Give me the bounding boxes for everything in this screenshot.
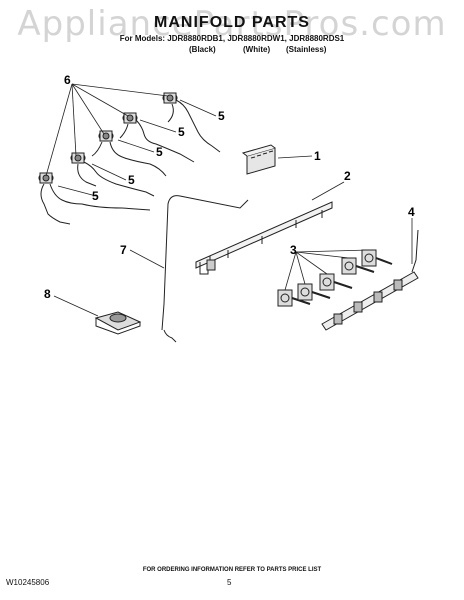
variant-black: (Black) (189, 45, 216, 54)
page-number: 5 (227, 578, 232, 587)
callout-1: 1 (314, 149, 321, 163)
valve-group (277, 249, 393, 307)
leader-lines (45, 83, 413, 317)
model-list: For Models: JDR8880RDB1, JDR8880RDW1, JD… (119, 34, 345, 43)
callout-5c: 5 (156, 145, 163, 159)
callout-4: 4 (408, 205, 415, 219)
burner-valve-assembly-2 (119, 112, 195, 163)
callout-5e: 5 (92, 189, 99, 203)
burner-valve-assembly-3 (91, 130, 167, 177)
callout-5d: 5 (128, 173, 135, 187)
ordering-note: FOR ORDERING INFORMATION REFER TO PARTS … (142, 567, 322, 573)
gas-supply-tube (161, 195, 249, 343)
callout-5b: 5 (178, 125, 185, 139)
burner-valve-assembly-1 (162, 92, 221, 153)
manifold-pipe (195, 201, 333, 275)
burner-valve-assembly-5 (38, 172, 151, 225)
page-title: MANIFOLD PARTS (154, 14, 310, 31)
callout-6: 6 (64, 73, 71, 87)
callout-2: 2 (344, 169, 351, 183)
variant-white: (White) (243, 45, 271, 54)
pressure-regulator (94, 311, 142, 335)
variant-stainless: (Stainless) (286, 45, 327, 54)
spark-switch-harness (321, 229, 419, 331)
callout-8: 8 (44, 287, 51, 301)
callout-5a: 5 (218, 109, 225, 123)
callout-3: 3 (290, 243, 297, 257)
doc-number: W10245806 (6, 578, 50, 587)
terminal-block (241, 144, 276, 175)
callout-7: 7 (120, 243, 127, 257)
burner-valve-assembly-4 (70, 152, 155, 197)
